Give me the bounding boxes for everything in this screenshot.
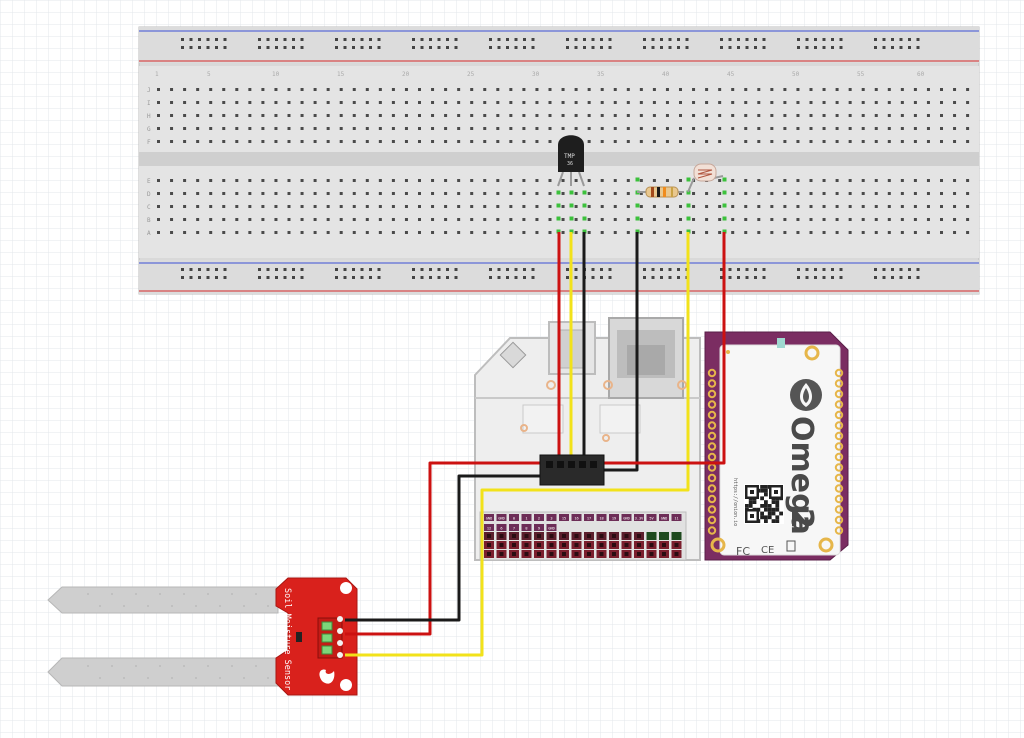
- antenna-connector: [777, 338, 785, 348]
- dock-pin-label: 19: [612, 517, 616, 521]
- dock-pin-label: GND: [498, 517, 505, 521]
- dock-pin-label: 11: [674, 517, 678, 521]
- sparkfun-flame-icon: [319, 669, 335, 684]
- tmp36-sensor: TMP 36: [557, 135, 585, 187]
- bb-col-number: 20: [402, 71, 410, 78]
- bb-col-number: 15: [337, 71, 345, 78]
- wire-yellow: [540, 232, 690, 492]
- wire-black: [592, 232, 639, 472]
- bb-col-number: 45: [727, 71, 735, 78]
- bb-col-number: 5: [207, 71, 211, 78]
- dock-pin-label: 1: [525, 517, 527, 521]
- bb-col-number: 10: [272, 71, 280, 78]
- wires: [345, 232, 726, 657]
- bb-row-letter: J: [147, 87, 151, 94]
- dock-pin-label: 3.3V: [635, 517, 644, 521]
- dock-pin-label: GND: [661, 517, 668, 521]
- bb-row-letter: E: [147, 178, 151, 185]
- omega-url-text: https://onion.io: [732, 478, 738, 526]
- reset-button-icon: [499, 341, 527, 369]
- bb-col-number: 55: [857, 71, 865, 78]
- dock-pin-label: GND: [548, 527, 555, 531]
- bb-col-number: 35: [597, 71, 605, 78]
- bb-col-number: 30: [532, 71, 540, 78]
- dock-pin-label: 2: [538, 517, 540, 521]
- bb-col-number: 1: [155, 71, 159, 78]
- connection-indicators: [556, 177, 727, 234]
- qr-code-icon: [744, 484, 784, 524]
- wire-red: [593, 232, 726, 465]
- tmp36-label: 36: [567, 161, 573, 167]
- bb-row-letter: C: [147, 204, 151, 211]
- weee-bin-icon: [786, 540, 796, 552]
- bb-col-number: 40: [662, 71, 670, 78]
- dock-pin-label: 18: [599, 517, 603, 521]
- wire-black: [345, 474, 560, 622]
- bb-row-letter: G: [147, 126, 151, 133]
- tmp36-label: TMP: [564, 153, 575, 160]
- wire-red: [345, 461, 560, 636]
- onion-logo-icon: [790, 379, 822, 411]
- fc-mark: FC: [736, 545, 750, 558]
- dock-pin-label: 0: [513, 517, 515, 521]
- bb-row-letter: A: [147, 230, 151, 237]
- dock-pin-label: GND: [623, 517, 630, 521]
- bb-col-number: 60: [917, 71, 925, 78]
- dock-pin-label: 16: [574, 517, 578, 521]
- dock-pin-label: 6: [500, 527, 502, 531]
- omega-model-text: 2: [784, 508, 819, 529]
- wire-yellow: [345, 488, 540, 657]
- dock-pin-label: 8: [525, 527, 527, 531]
- bb-col-number: 25: [467, 71, 475, 78]
- dock-pin-label: 17: [587, 517, 591, 521]
- resistor: [637, 186, 684, 198]
- bb-row-letter: H: [147, 113, 151, 120]
- dock-connector: [539, 454, 605, 486]
- soil-sensor-title: Soil Moisture Sensor: [282, 588, 292, 690]
- dock-pin-label: 15: [562, 517, 566, 521]
- bb-row-letter: I: [147, 100, 151, 107]
- dock-pin-label: GND: [486, 517, 493, 521]
- omega-brand-text: Omega: [784, 416, 819, 535]
- bb-row-letter: B: [147, 217, 151, 224]
- bb-row-letter: F: [147, 139, 151, 146]
- ce-mark: CE: [761, 545, 774, 556]
- dock-pin-label: 7: [513, 527, 515, 531]
- photoresistor: [687, 163, 724, 193]
- dock-pin-label: 3: [550, 517, 552, 521]
- bb-row-letter: D: [147, 191, 151, 198]
- omega2-module: Omega 2 https://onion.io FC CE: [704, 331, 849, 561]
- dock-pin-label: 9: [538, 527, 540, 531]
- bb-col-number: 50: [792, 71, 800, 78]
- dock-pin-label: 12: [487, 527, 491, 531]
- dock-pin-label: 5V: [649, 517, 654, 521]
- soil-moisture-sensor: Soil Moisture Sensor: [47, 577, 358, 696]
